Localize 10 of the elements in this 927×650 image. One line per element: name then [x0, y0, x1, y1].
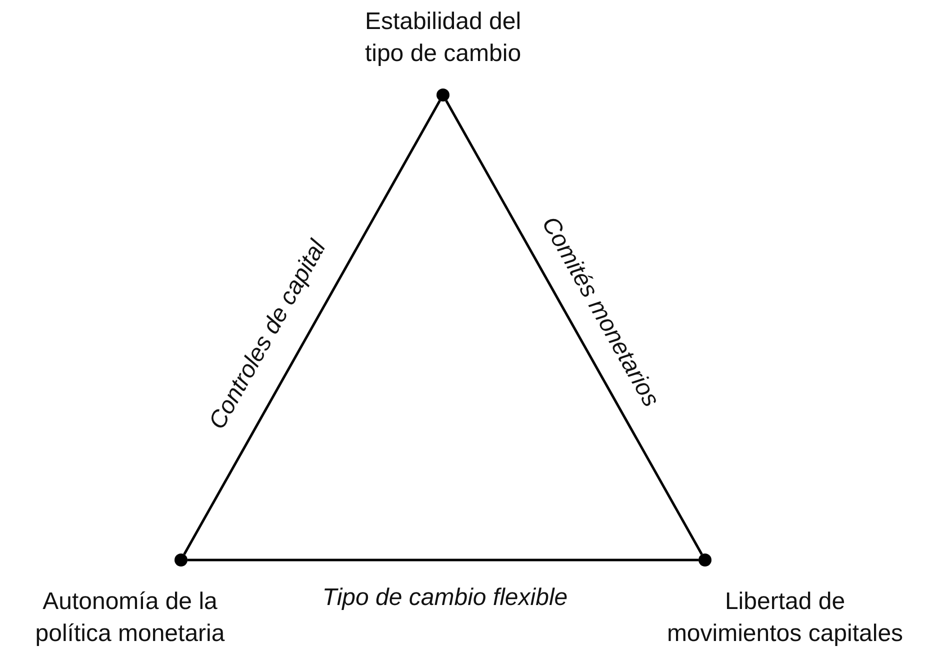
triangle-side [183, 100, 441, 555]
triangle-side [188, 558, 698, 562]
edge-label: Tipo de cambio flexible [322, 584, 568, 612]
vertex-dot [174, 554, 188, 566]
vertex-dot [698, 554, 712, 566]
vertex-label: Estabilidad del tipo de cambio [364, 7, 522, 69]
vertex-dot [436, 88, 450, 102]
vertex-label: Autonomía de la política monetaria [34, 587, 226, 649]
triangle-side [445, 100, 703, 555]
vertex-label: Libertad de movimientos capitales [666, 587, 904, 649]
